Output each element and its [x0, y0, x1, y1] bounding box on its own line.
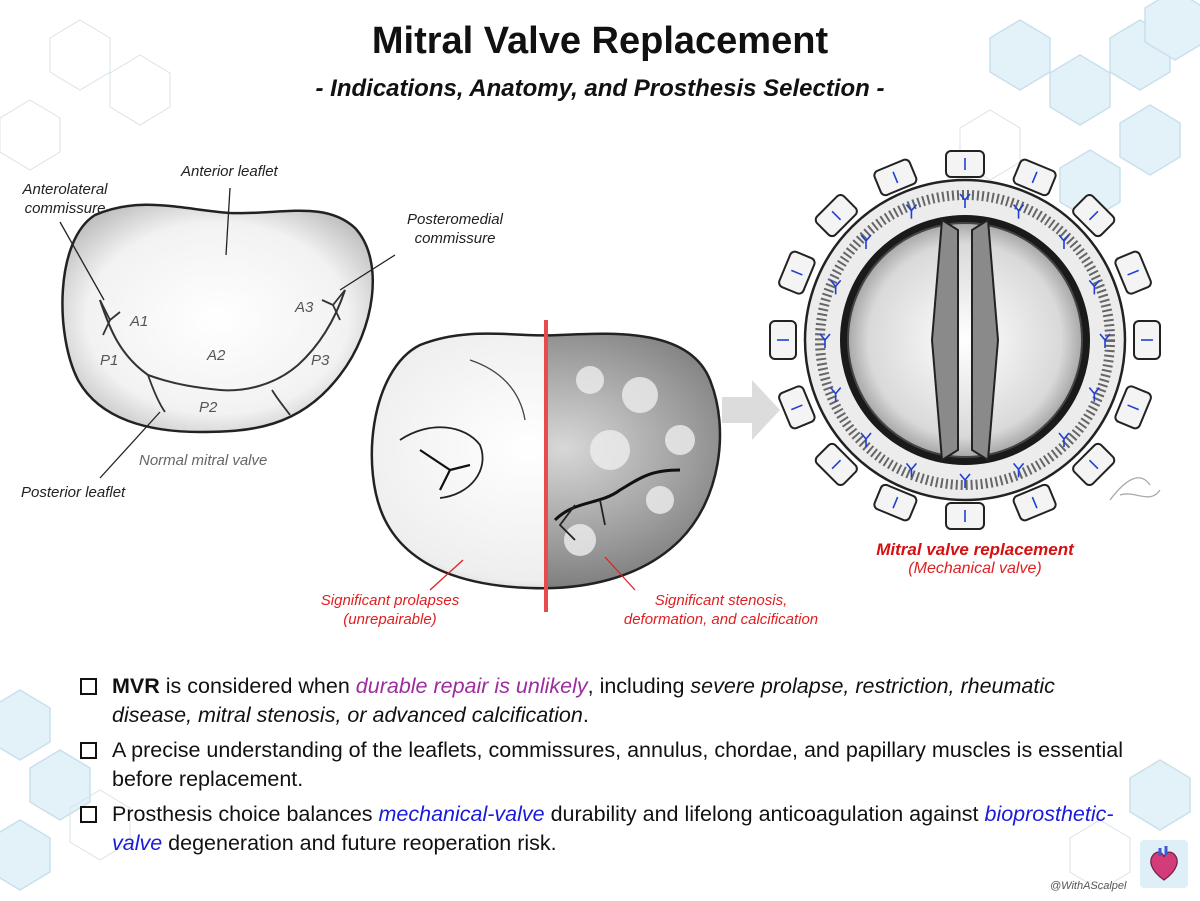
bullet2-part1: A precise understanding of the leaflets,…	[112, 738, 1124, 791]
normal-mitral-valve-illustration	[59, 187, 396, 479]
suture-mark	[892, 496, 899, 509]
mvr-caption-line1: Mitral valve replacement	[876, 540, 1074, 559]
suture-knot	[819, 333, 831, 348]
posterior-leaflet-label: Posterior leaflet	[21, 484, 126, 501]
stenosis-caption-line2: deformation, and calcification	[623, 611, 819, 628]
suture-knot	[1099, 333, 1111, 348]
posteromedial-commissure-label: Posteromedial commissure	[396, 210, 514, 248]
prolapse-caption-line1: Significant prolapses	[320, 592, 460, 609]
suture-knot	[860, 234, 872, 250]
bullet3-part4: bioprosthetic-valve	[112, 802, 1114, 855]
page-subtitle: - Indications, Anatomy, and Prosthesis S…	[315, 75, 885, 102]
checkbox-bullet-icon	[80, 678, 97, 695]
prolapse-caption-line2: (unrepairable)	[343, 611, 437, 628]
mechanical-valve-illustration	[769, 150, 1161, 530]
bullet1-part4: , including	[587, 674, 691, 698]
checkbox-bullet-icon	[80, 806, 97, 823]
suture-knot	[1012, 462, 1025, 478]
suture-knot	[959, 473, 971, 488]
author-handle: @WithAScalpel	[1050, 880, 1127, 892]
posteromedial-label-line2: commissure	[414, 230, 496, 247]
anterolateral-commissure-label: Anterolateral commissure	[12, 180, 118, 218]
suture-knot	[1058, 432, 1070, 447]
bullet1-part1: MVR	[112, 674, 160, 698]
suture-mark	[1031, 171, 1038, 184]
stenosis-caption: Significant stenosis, deformation, and c…	[580, 591, 862, 629]
suture-mark	[831, 459, 842, 470]
prolapse-caption: Significant prolapses (unrepairable)	[290, 591, 490, 629]
suture-mark	[892, 171, 899, 184]
suture-mark	[791, 269, 803, 276]
suture-mark	[1088, 459, 1099, 470]
anterolateral-label-line1: Anterolateral	[22, 181, 108, 198]
normal-valve-caption: Normal mitral valve	[139, 452, 268, 469]
bullet3-part5: degeneration and future reoperation risk…	[162, 831, 557, 855]
key-points-list: MVR is considered when durable repair is…	[78, 672, 1138, 864]
heart-icon	[1150, 846, 1178, 881]
suture-mark	[1127, 269, 1139, 276]
suture-knot	[1012, 204, 1025, 219]
mvr-caption-line2: (Mechanical valve)	[908, 560, 1042, 577]
suture-knot	[905, 204, 918, 219]
suture-mark	[791, 404, 803, 411]
bullet-item: A precise understanding of the leaflets,…	[78, 736, 1138, 794]
suture-mark	[1031, 496, 1038, 509]
suture-knot	[1088, 387, 1100, 402]
bullet-item: MVR is considered when durable repair is…	[78, 672, 1138, 730]
mechanical-valve-caption: Mitral valve replacement (Mechanical val…	[840, 540, 1110, 578]
segment-a2: A2	[207, 347, 226, 364]
bullet1-part3: durable repair is unlikely	[355, 674, 588, 698]
bullet1-part2: is considered when	[159, 674, 356, 698]
posteromedial-label-line1: Posteromedial	[407, 211, 503, 228]
suture-knot	[905, 462, 918, 478]
suture-knot	[959, 193, 971, 208]
stenosis-caption-line1: Significant stenosis,	[654, 592, 788, 609]
suture-knot	[860, 432, 872, 447]
suture-knot	[1058, 234, 1070, 250]
segment-a3: A3	[295, 299, 314, 316]
logo	[1140, 840, 1188, 888]
diseased-mitral-valve-illustration	[370, 320, 722, 612]
suture-knot	[1088, 279, 1100, 295]
checkbox-bullet-icon	[80, 742, 97, 759]
anterolateral-label-line2: commissure	[24, 200, 106, 217]
anterior-leaflet-label: Anterior leaflet	[181, 163, 278, 180]
segment-p3: P3	[311, 352, 330, 369]
bullet3-part2: mechanical-valve	[378, 802, 545, 826]
segment-p1: P1	[100, 352, 119, 369]
suture-knot	[830, 387, 842, 402]
suture-mark	[1088, 210, 1099, 221]
suture-mark	[831, 210, 842, 221]
segment-a1: A1	[130, 313, 149, 330]
arrow-right-icon	[722, 380, 780, 440]
suture-mark	[1127, 404, 1139, 411]
bullet1-part5: severe prolapse, restriction, rheumatic …	[112, 674, 1055, 727]
bullet1-part6: .	[582, 703, 589, 727]
bullet3-part3: durability and lifelong anticoagulation …	[544, 802, 985, 826]
suture-knot	[830, 279, 842, 295]
bullet3-part1: Prosthesis choice balances	[112, 802, 379, 826]
segment-p2: P2	[199, 399, 218, 416]
bullet-item: Prosthesis choice balances mechanical-va…	[78, 800, 1138, 858]
page-title: Mitral Valve Replacement	[371, 20, 829, 62]
